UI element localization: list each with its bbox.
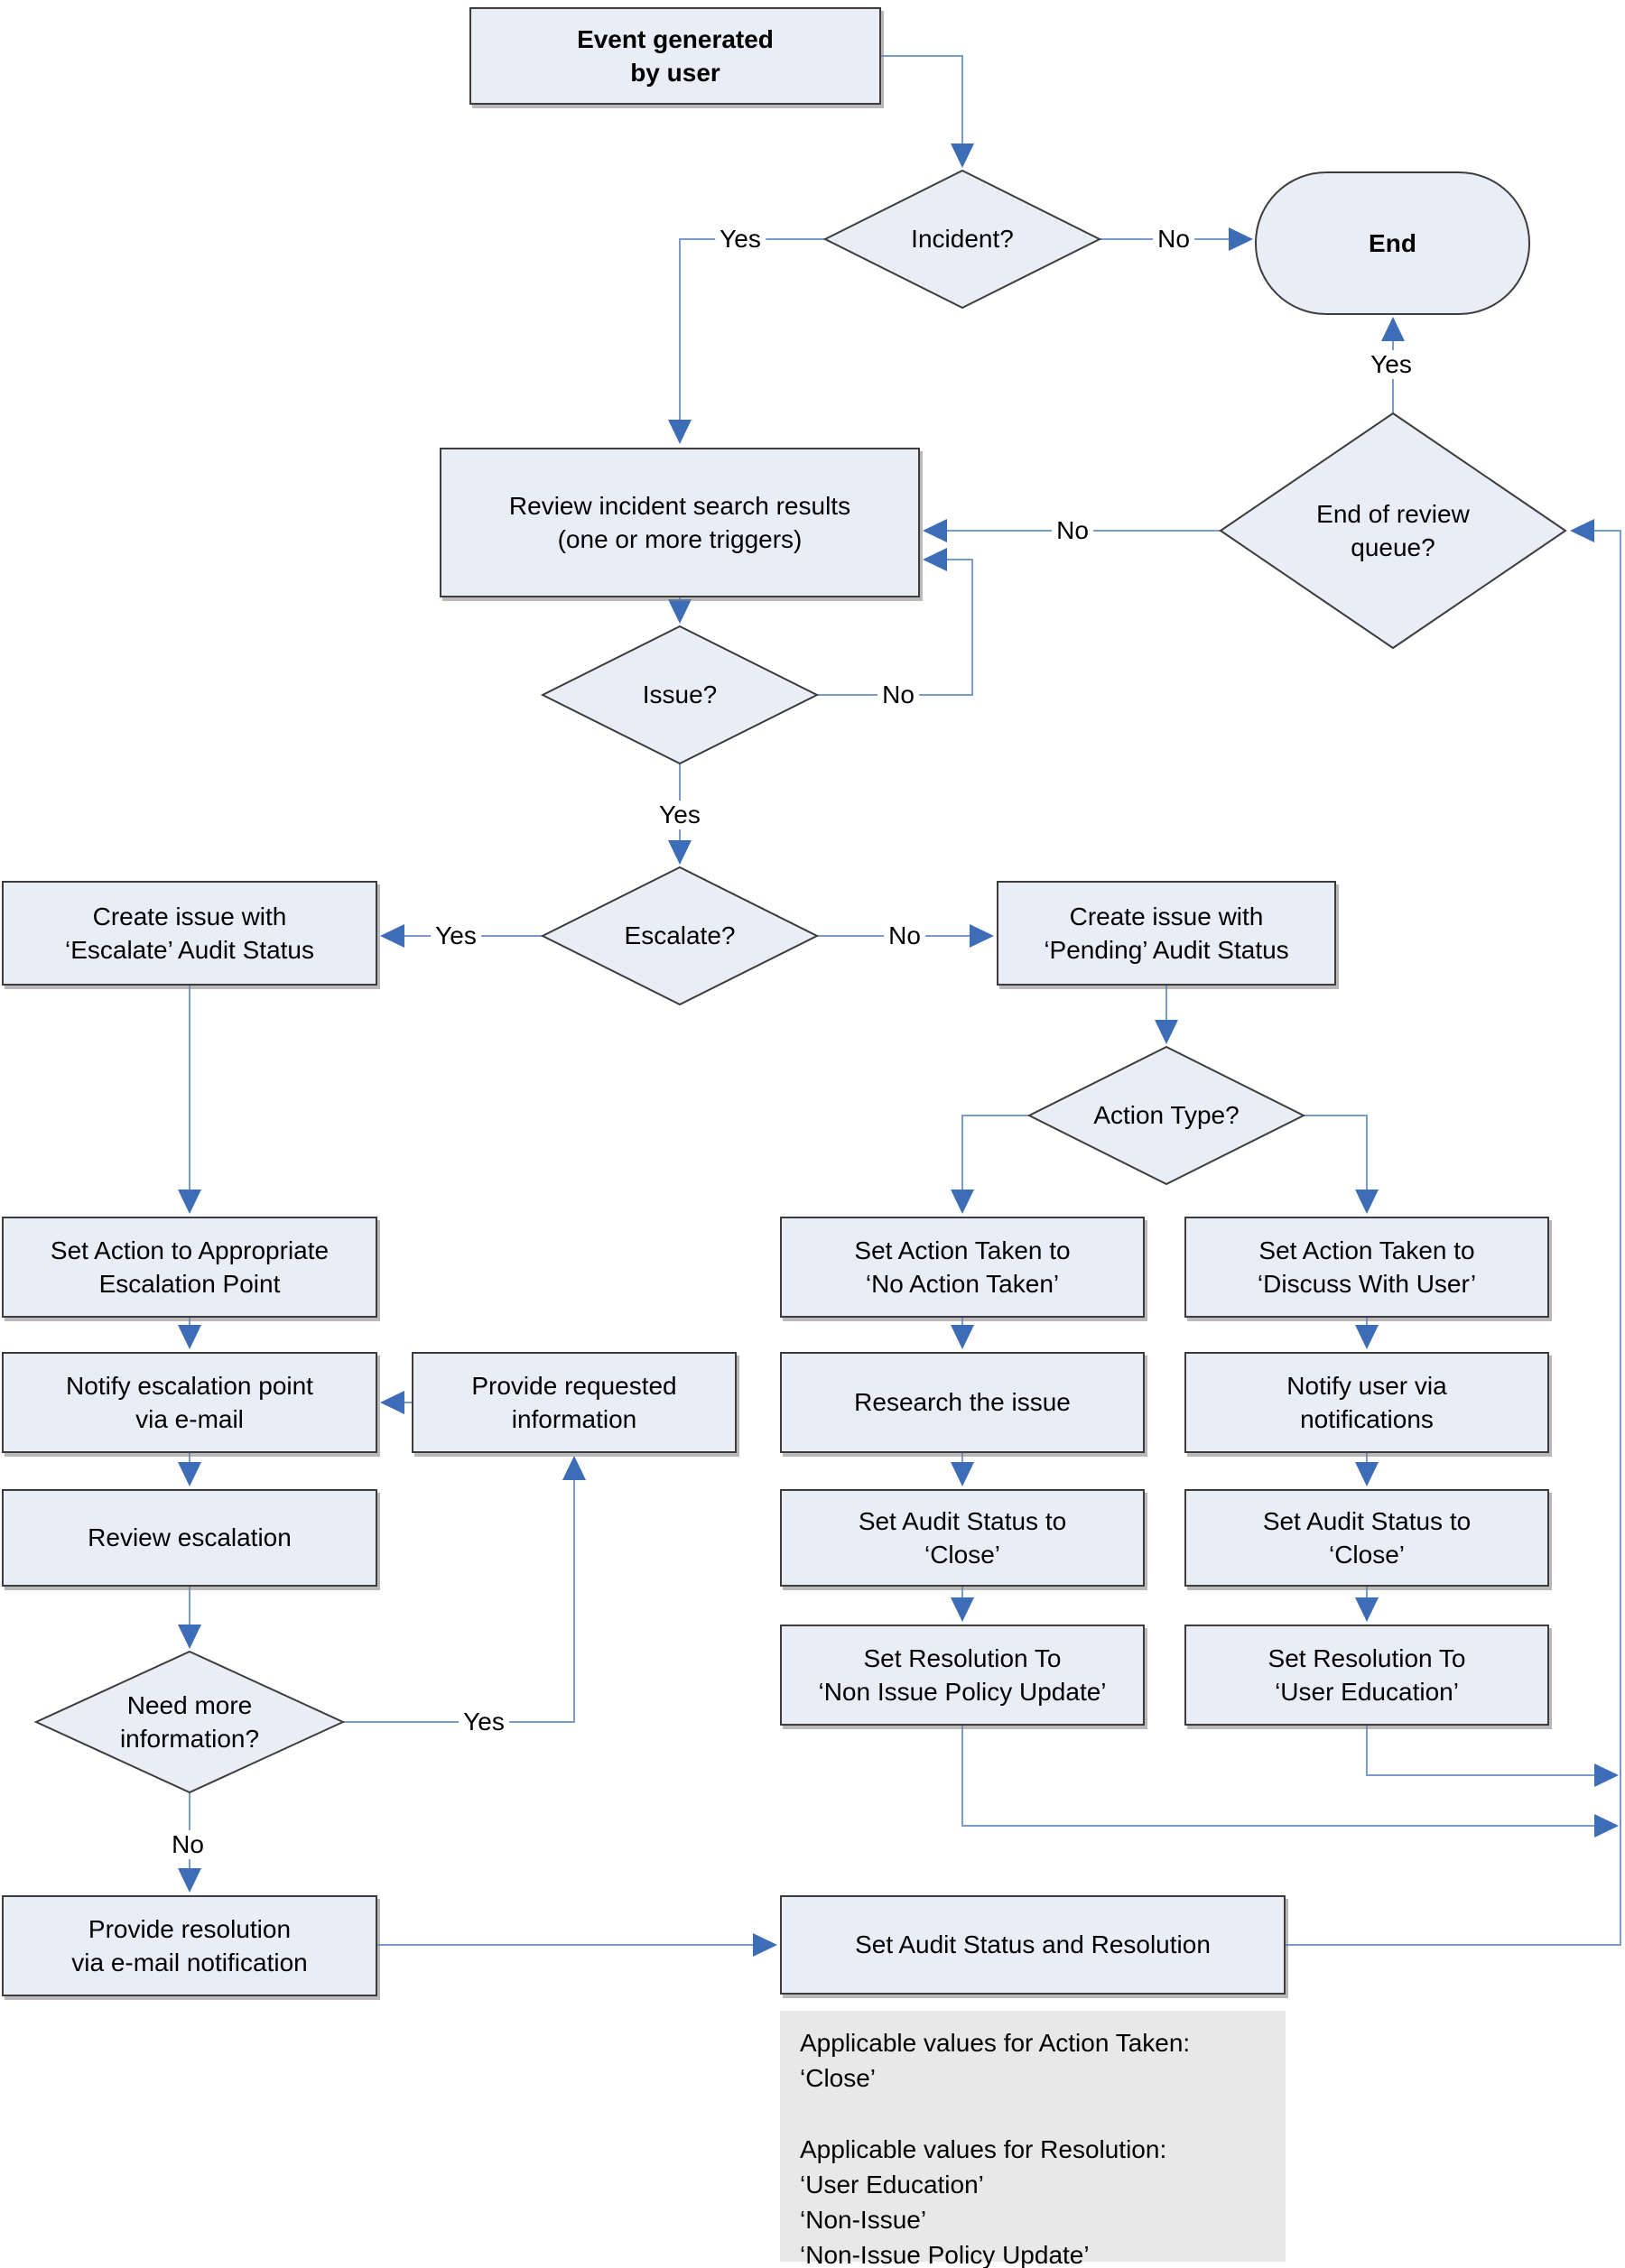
process-set-action-no-action: Set Action Taken to ‘No Action Taken’ [780, 1217, 1145, 1318]
connector-group [178, 55, 1621, 1957]
process-notify-user-via-notifications: Notify user via notifications [1184, 1352, 1549, 1453]
edge-resolution-user-ed-to-right-rail [1366, 1726, 1619, 1787]
edge-label-escalate-yes: Yes [431, 921, 481, 950]
action-type-diamond-shape [1026, 1045, 1306, 1186]
decision-incident-label: Incident? [911, 225, 1014, 254]
process-set-audit-status-close-right: Set Audit Status to ‘Close’ [1184, 1489, 1549, 1587]
note-applicable-values: Applicable values for Action Taken: ‘Clo… [780, 2011, 1286, 2268]
decision-issue-label: Issue? [642, 680, 718, 709]
edge-resolution-nonissue-to-right-rail [961, 1726, 1619, 1838]
edge-label-incident-no: No [1153, 225, 1194, 254]
incident-diamond-shape [822, 169, 1102, 310]
process-set-resolution-nonissue-policy: Set Resolution To ‘Non Issue Policy Upda… [780, 1625, 1145, 1726]
edge-label-issue-yes: Yes [655, 801, 705, 829]
escalate-diamond-shape [540, 866, 820, 1006]
process-create-issue-escalate: Create issue with ‘Escalate’ Audit Statu… [2, 881, 377, 986]
edge-label-need-more-yes: Yes [459, 1708, 509, 1736]
edge-need-more-yes-to-provide-requested [343, 1456, 586, 1723]
edge-label-eorq-no: No [1052, 516, 1093, 545]
edge-label-escalate-no: No [884, 921, 925, 950]
decision-end-of-review-queue-label: End of review queue? [1316, 499, 1470, 561]
process-notify-escalation-point: Notify escalation point via e-mail [2, 1352, 377, 1453]
decision-escalate-label: Escalate? [624, 921, 736, 950]
eorq-diamond-shape [1219, 412, 1567, 650]
edge-action-type-to-no-action [951, 1115, 1029, 1214]
edge-label-incident-yes: Yes [715, 225, 766, 254]
need-more-diamond-shape [33, 1650, 346, 1794]
edge-label-issue-no: No [878, 680, 919, 709]
process-create-issue-pending: Create issue with ‘Pending’ Audit Status [997, 881, 1336, 986]
issue-diamond-shape [540, 625, 820, 765]
edge-label-eorq-yes: Yes [1366, 350, 1416, 379]
process-review-escalation: Review escalation [2, 1489, 377, 1587]
process-set-action-discuss-with-user: Set Action Taken to ‘Discuss With User’ [1184, 1217, 1549, 1318]
end-terminator-shape [1255, 171, 1530, 315]
decision-action-type-label: Action Type? [1093, 1101, 1240, 1130]
edge-event-to-incident [881, 55, 974, 168]
decision-group [33, 169, 1567, 1794]
process-set-audit-status-close-left: Set Audit Status to ‘Close’ [780, 1489, 1145, 1587]
process-provide-resolution-email: Provide resolution via e-mail notificati… [2, 1895, 377, 1996]
process-event-generated: Event generated by user [469, 7, 881, 105]
process-set-audit-status-and-resolution: Set Audit Status and Resolution [780, 1895, 1286, 1995]
edge-set-audit-to-eorq [1286, 519, 1621, 1946]
decision-need-more-information-label: Need more information? [119, 1690, 260, 1753]
edge-label-need-more-no: No [167, 1830, 209, 1859]
edge-incident-yes-to-review [668, 238, 825, 444]
process-set-resolution-user-education: Set Resolution To ‘User Education’ [1184, 1625, 1549, 1726]
process-research-the-issue: Research the issue [780, 1352, 1145, 1453]
terminator-end-label: End [1369, 228, 1416, 257]
process-provide-requested-information: Provide requested information [412, 1352, 737, 1453]
edge-action-type-to-discuss [1304, 1115, 1379, 1214]
process-review-incident-results: Review incident search results (one or m… [440, 448, 920, 597]
process-set-action-escalation-point: Set Action to Appropriate Escalation Poi… [2, 1217, 377, 1318]
